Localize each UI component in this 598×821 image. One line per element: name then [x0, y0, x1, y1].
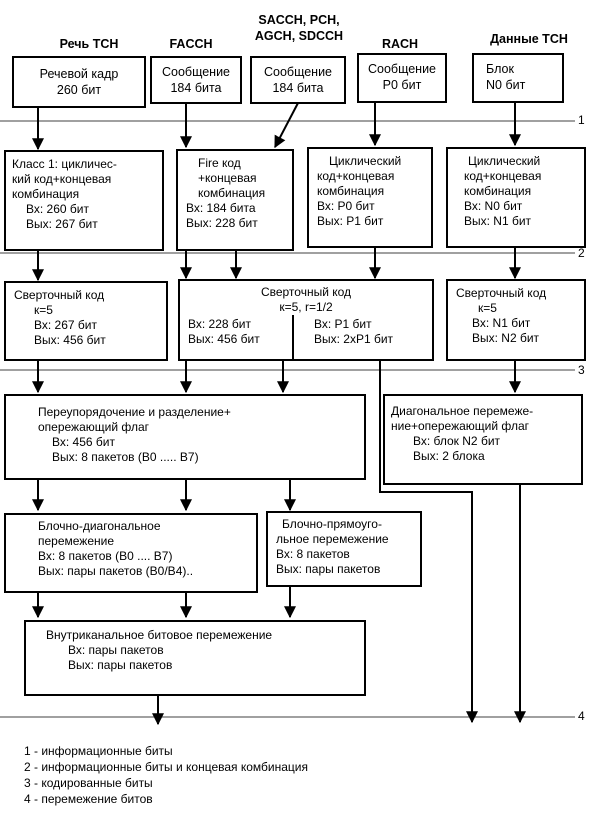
arrow-sacch-1 — [274, 102, 299, 149]
arrow-rach-bypass — [379, 361, 478, 724]
box-diagonal-interleave: Диагональное перемеже-ние+опережающий фл… — [383, 394, 583, 485]
legend-item: 4 - перемежение битов — [24, 792, 153, 806]
level-label-3: 3 — [578, 363, 585, 377]
level-label-2: 2 — [578, 246, 585, 260]
header-facch: FACCH — [169, 37, 213, 51]
header-rach: RACH — [381, 37, 419, 51]
level-label-4: 4 — [578, 709, 585, 723]
header-data: Данные ТСН — [490, 32, 568, 46]
box-block-rectangular: Блочно-прямоуго-льное перемежение Вх: 8 … — [266, 511, 422, 587]
box-reorder: Переупорядочение и разделение+опережающи… — [4, 394, 366, 480]
legend-item: 1 - информационные биты — [24, 744, 173, 758]
legend-item: 2 - информационные биты и концевая комби… — [24, 760, 308, 774]
legend: 1 - информационные биты 2 - информационн… — [24, 743, 308, 807]
mid-divider — [292, 315, 294, 361]
header-sacch: SACCH, PCH, AGCH, SDCCH — [254, 13, 344, 43]
box-intrachannel: Внутриканальное битовое перемежение Вх: … — [24, 620, 366, 696]
legend-item: 3 - кодированные биты — [24, 776, 153, 790]
header-speech: Речь ТСН — [59, 37, 119, 51]
level-label-1: 1 — [578, 113, 585, 127]
